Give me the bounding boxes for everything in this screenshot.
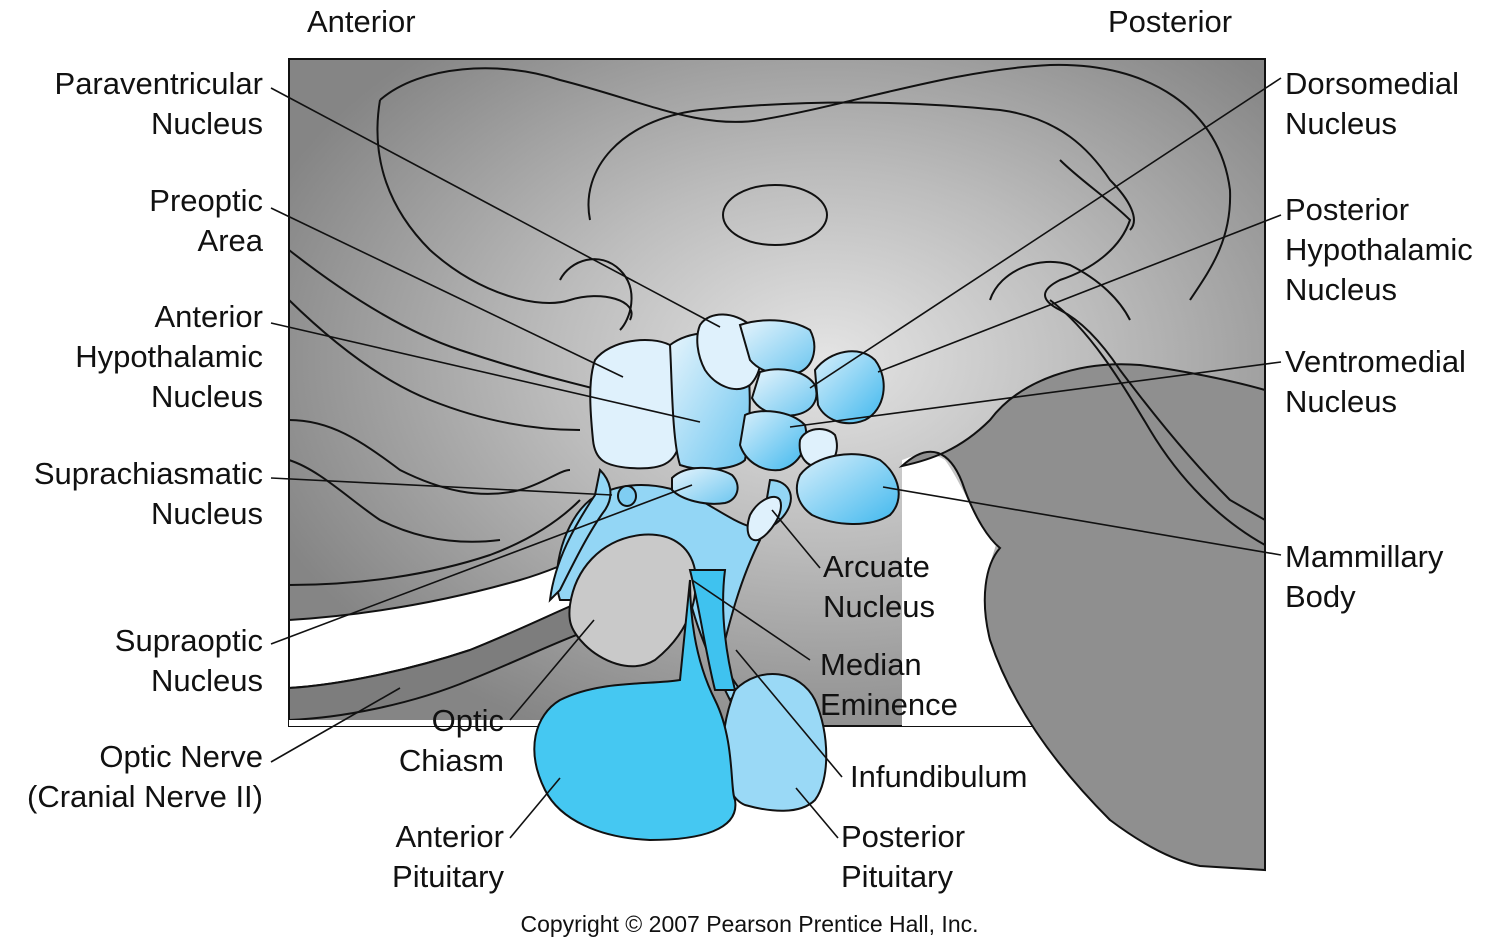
copyright-text: Copyright © 2007 Pearson Prentice Hall, … [520, 911, 979, 937]
label-infundibulum: Infundibulum [850, 759, 1028, 794]
arcuate-shape [746, 495, 782, 542]
preoptic-area-shape [589, 339, 684, 470]
hypothalamic-nuclei [548, 313, 900, 603]
posterior-hypothalamic-shape [813, 350, 885, 425]
anterior-header: Anterior [307, 4, 416, 39]
supraoptic-shape [671, 466, 739, 505]
posterior-pituitary-shape [721, 673, 828, 812]
pituitary-complex [533, 478, 828, 842]
dorsomedial-shape [750, 368, 818, 417]
ventromedial-shape [738, 410, 808, 472]
posterior-header: Posterior [1108, 4, 1233, 39]
brain-section [288, 58, 1266, 880]
label-optic-nerve: Optic Nerve(Cranial Nerve II) [27, 739, 263, 814]
suprachiasmatic-shape [617, 485, 637, 507]
anterior-pituitary-shape [533, 579, 737, 842]
leader-lines [270, 77, 1282, 839]
mammillary-body-shape [795, 453, 900, 525]
